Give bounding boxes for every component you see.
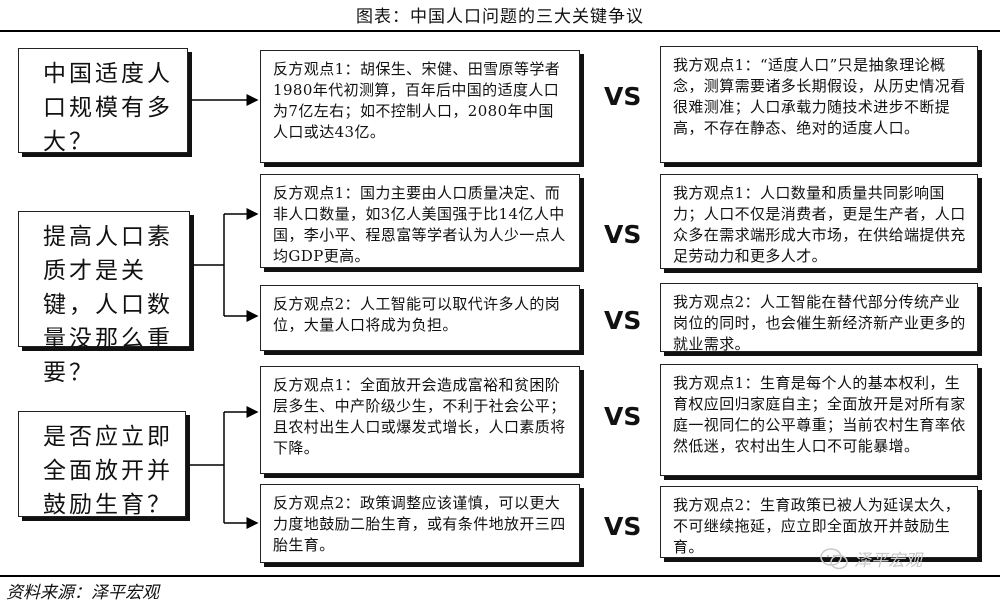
my-view-text: 我方观点2：生育政策已被人为延误太久，不可继续拖延，应立即全面放开并鼓励生育。 [673, 496, 961, 556]
my-view-box: 我方观点1：“适度人口”只是抽象理论概念，测算需要诸多长期假设，从历史情况看很难… [660, 46, 978, 163]
question-text: 中国适度人口规模有多大？ [43, 61, 173, 155]
my-view-box: 我方观点2：人工智能在替代部分传统产业岗位的同时，也会催生新经济新产业更多的就业… [660, 283, 978, 353]
watermark: 泽平宏观 [820, 546, 922, 571]
question-box-1: 中国适度人口规模有多大？ [18, 48, 188, 155]
vs-label: VS [604, 306, 642, 335]
wechat-icon [820, 547, 848, 569]
opposing-view-text: 反方观点1：全面放开会造成富裕和贫困阶层多生、中产阶级少生，不利于社会公平；且农… [273, 376, 566, 457]
opposing-view-box: 反方观点1：胡保生、宋健、田雪原等学者1980年代初测算，百年后中国的适度人口为… [260, 50, 580, 163]
opposing-view-box: 反方观点2：人工智能可以取代许多人的岗位，大量人口将成为负担。 [260, 285, 580, 351]
my-view-box: 我方观点1：生育是每个人的基本权利，生育权应回归家庭自主；全面放开是对所有家庭一… [660, 364, 978, 476]
opposing-view-box: 反方观点2：政策调整应该谨慎，可以更大力度地鼓励二胎生育，或有条件地放开三四胎生… [260, 484, 580, 563]
vs-label: VS [604, 402, 642, 431]
source-note: 资料来源：泽平宏观 [6, 583, 159, 603]
my-view-text: 我方观点2：人工智能在替代部分传统产业岗位的同时，也会催生新经济新产业更多的就业… [673, 293, 966, 353]
my-view-text: 我方观点1：生育是每个人的基本权利，生育权应回归家庭自主；全面放开是对所有家庭一… [673, 374, 966, 455]
question-box-3: 是否应立即全面放开并鼓励生育？ [18, 411, 186, 518]
opposing-view-text: 反方观点2：政策调整应该谨慎，可以更大力度地鼓励二胎生育，或有条件地放开三四胎生… [273, 494, 566, 554]
top-rule [0, 30, 1000, 32]
vs-label: VS [604, 82, 642, 111]
bottom-rule [0, 575, 1000, 577]
my-view-box: 我方观点1：人口数量和质量共同影响国力；人口不仅是消费者，更是生产者，人口众多在… [660, 174, 978, 269]
vs-label: VS [604, 220, 642, 249]
my-view-text: 我方观点1：人口数量和质量共同影响国力；人口不仅是消费者，更是生产者，人口众多在… [673, 184, 966, 265]
question-text: 是否应立即全面放开并鼓励生育？ [43, 424, 173, 518]
opposing-view-box: 反方观点1：国力主要由人口质量决定、而非人口数量，如3亿人美国强于比14亿人中国… [260, 174, 580, 268]
my-view-box: 我方观点2：生育政策已被人为延误太久，不可继续拖延，应立即全面放开并鼓励生育。 [660, 486, 978, 558]
watermark-text: 泽平宏观 [854, 551, 922, 571]
vs-label: VS [604, 512, 642, 541]
question-text: 提高人口素质才是关键，人口数量没那么重要？ [43, 224, 173, 386]
opposing-view-text: 反方观点1：国力主要由人口质量决定、而非人口数量，如3亿人美国强于比14亿人中国… [273, 184, 566, 265]
page-title: 图表：中国人口问题的三大关键争议 [356, 7, 644, 27]
question-box-2: 提高人口素质才是关键，人口数量没那么重要？ [18, 211, 190, 386]
my-view-text: 我方观点1：“适度人口”只是抽象理论概念，测算需要诸多长期假设，从历史情况看很难… [673, 56, 966, 137]
opposing-view-box: 反方观点1：全面放开会造成富裕和贫困阶层多生、中产阶级少生，不利于社会公平；且农… [260, 366, 580, 474]
opposing-view-text: 反方观点2：人工智能可以取代许多人的岗位，大量人口将成为负担。 [273, 295, 561, 334]
opposing-view-text: 反方观点1：胡保生、宋健、田雪原等学者1980年代初测算，百年后中国的适度人口为… [273, 60, 561, 141]
